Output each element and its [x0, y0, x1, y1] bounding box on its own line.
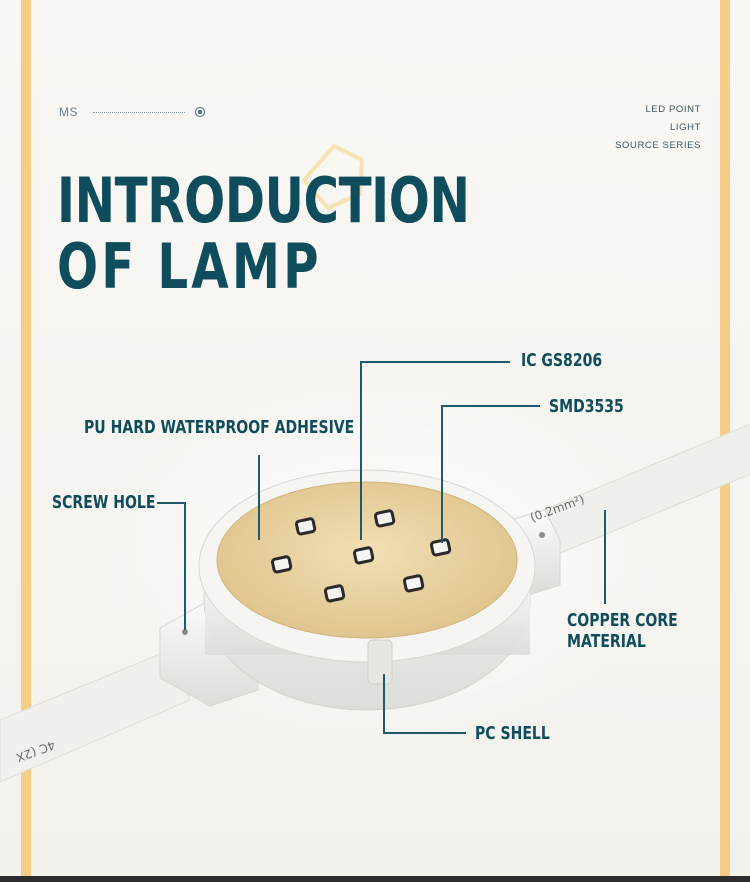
title-line-2: OF LAMP: [57, 230, 322, 303]
callout-adhesive: PU HARD WATERPROOF ADHESIVE: [84, 417, 355, 438]
callout-ic: IC GS8206: [521, 350, 603, 371]
series-line-1: LED POINT: [645, 104, 701, 115]
callout-pc-shell: PC SHELL: [475, 723, 550, 744]
left-accent-bar: [21, 0, 31, 882]
title-line-1: INTRODUCTION: [57, 164, 470, 237]
pentagon-outline-icon: [301, 143, 365, 211]
series-label: LED POINT LIGHT SOURCE SERIES: [615, 101, 701, 155]
callout-screw-hole: SCREW HOLE: [52, 492, 156, 513]
callout-copper-line-2: MATERIAL: [567, 631, 646, 652]
target-dot-icon: [195, 107, 205, 117]
callout-smd: SMD3535: [549, 396, 624, 417]
series-line-3: SOURCE SERIES: [615, 140, 701, 151]
leader-screw: [157, 502, 186, 630]
bottom-strip: [0, 876, 750, 882]
brand-label: MS: [59, 105, 78, 119]
leader-ic: [360, 361, 510, 540]
led-chips: [270, 509, 452, 603]
shell-notch: [367, 639, 393, 685]
screw-hole-icon: [182, 629, 188, 635]
header-dotted-line: [93, 112, 185, 113]
callout-copper-line-1: COPPER CORE: [567, 610, 678, 631]
leader-lines: [157, 361, 606, 734]
leader-smd: [441, 405, 540, 543]
series-line-2: LIGHT: [670, 122, 701, 133]
callout-copper-core: COPPER CORE MATERIAL: [567, 610, 678, 652]
leader-shell: [383, 674, 466, 734]
page-title: INTRODUCTION OF LAMP: [57, 168, 470, 300]
